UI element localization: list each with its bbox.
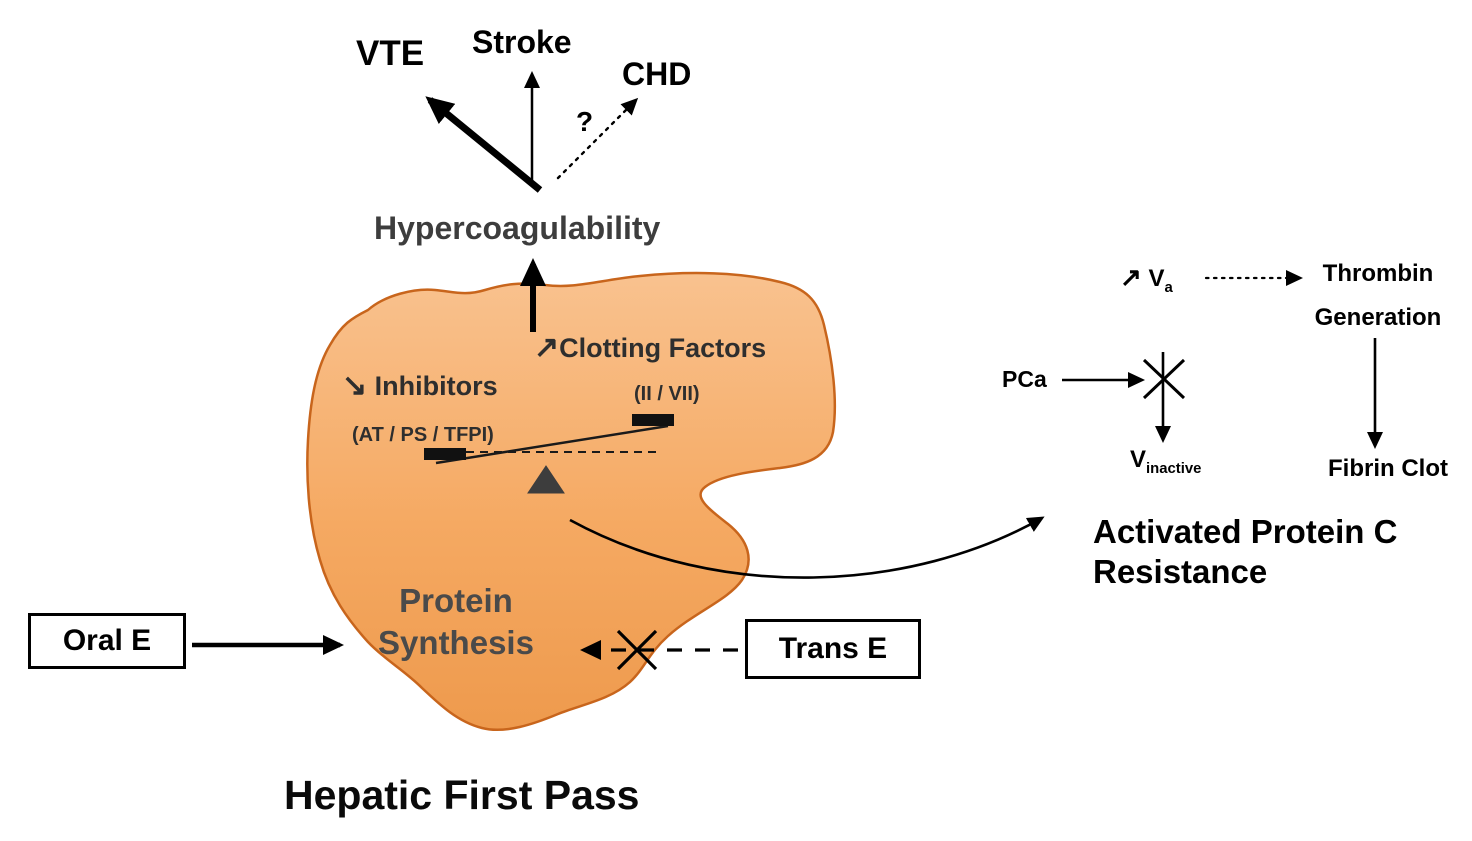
increase-arrow-icon: ↗	[1120, 262, 1142, 292]
balance-fulcrum	[527, 465, 565, 494]
pca-label: PCa	[1002, 366, 1047, 392]
vte-label: VTE	[356, 34, 425, 73]
decrease-arrow-icon: ↘	[342, 369, 368, 402]
apc-caption-line1: Activated Protein C	[1093, 513, 1398, 550]
uncertainty-question-mark: ?	[576, 106, 594, 137]
protein-synthesis-line1: Protein	[399, 582, 513, 619]
chd-label: CHD	[622, 56, 692, 92]
fibrin-clot-label: Fibrin Clot	[1328, 455, 1448, 482]
inhibitors-label: ↘ Inhibitors	[342, 368, 498, 403]
v-inactive-label: Vinactive	[1130, 446, 1201, 477]
arrow-to-chd-dotted	[556, 97, 639, 180]
hypercoagulability-label: Hypercoagulability	[374, 210, 661, 246]
oral-estrogen-label: Oral E	[62, 624, 152, 657]
thrombin-line1: Thrombin	[1322, 260, 1434, 287]
protein-synthesis-line2: Synthesis	[378, 624, 534, 661]
stroke-label: Stroke	[472, 24, 572, 60]
transdermal-estrogen-label: Trans E	[778, 632, 888, 665]
clotting-factors-detail: (II / VII)	[634, 383, 700, 405]
factor-va-subscript: a	[1164, 279, 1173, 296]
increase-arrow-icon: ↗	[534, 331, 560, 364]
clotting-factors-label: ↗Clotting Factors	[534, 330, 766, 365]
balance-beam	[435, 424, 669, 465]
diagram-title: Hepatic First Pass	[284, 772, 640, 818]
oral-estrogen-box: Oral E	[28, 613, 186, 669]
clotting-factors-text: Clotting Factors	[559, 333, 767, 363]
apc-caption-line2: Resistance	[1093, 553, 1268, 590]
inhibitors-detail: (AT / PS / TFPI)	[352, 424, 494, 446]
v-inactive-base: V	[1130, 446, 1147, 473]
blocked-x-mark-2	[616, 629, 658, 671]
thrombin-line2: Generation	[1314, 304, 1442, 331]
liver-shape	[306, 271, 837, 732]
balance-weight-right	[632, 414, 674, 426]
factor-va-base: V	[1148, 265, 1165, 292]
arrow-to-vte	[425, 96, 543, 193]
arrow-liver-to-apc-curved	[569, 516, 1045, 579]
apc-x-mark-2	[1142, 358, 1186, 400]
balance-weight-left	[424, 448, 466, 460]
transdermal-estrogen-box: Trans E	[745, 619, 921, 679]
inhibitors-text: Inhibitors	[367, 371, 498, 401]
v-inactive-subscript: inactive	[1146, 460, 1202, 477]
factor-va-label: ↗ Va	[1120, 262, 1173, 296]
